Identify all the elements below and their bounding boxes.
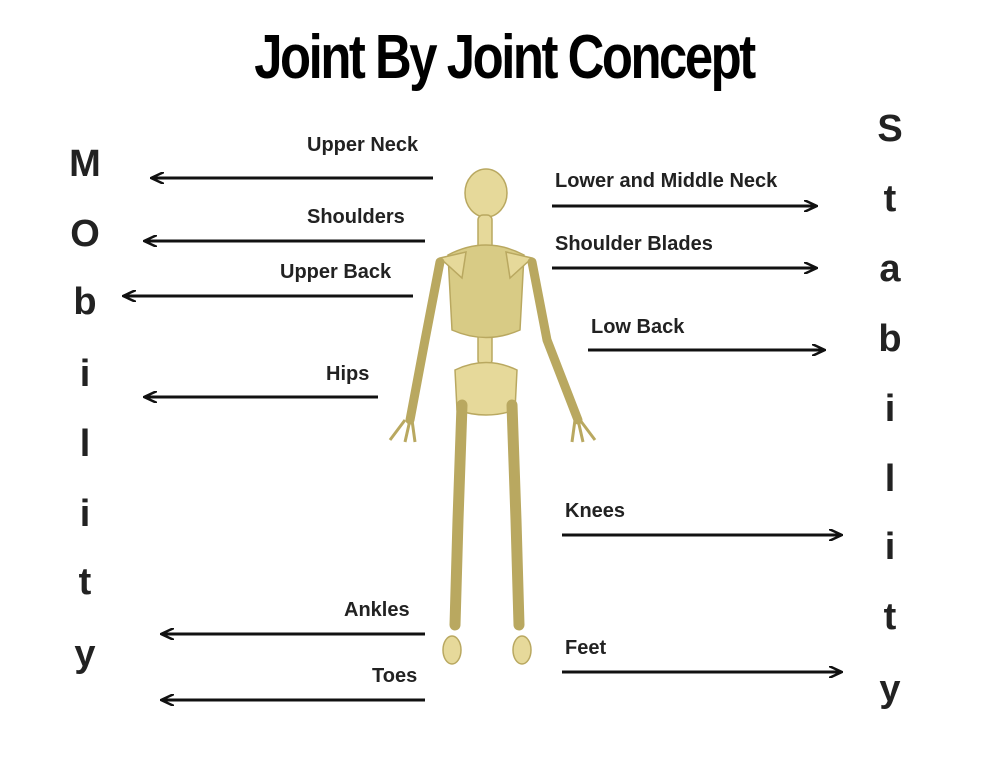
stability-letter: l (884, 458, 896, 500)
label-lower-middle-neck: Lower and Middle Neck (555, 170, 778, 192)
label-shoulders: Shoulders (307, 206, 405, 228)
mobility-letter: y (74, 633, 96, 675)
mobility-letter: b (73, 281, 97, 323)
mobility-letter: M (69, 143, 101, 185)
label-feet: Feet (565, 637, 607, 659)
label-toes: Toes (372, 665, 418, 687)
mobility-letter: l (79, 423, 91, 465)
mobility-letter: t (78, 561, 92, 603)
mobility-letter: O (70, 213, 100, 255)
stability-letter: t (883, 178, 897, 220)
label-upper-back: Upper Back (280, 261, 392, 283)
stability-letter: t (883, 596, 897, 638)
arrows (124, 178, 841, 700)
label-hips: Hips (326, 363, 370, 385)
stability-letter: i (884, 388, 896, 430)
stability-letter: y (879, 668, 901, 710)
stability-letter: a (879, 248, 901, 290)
stability-letter: S (877, 108, 903, 150)
stability-letter: b (878, 318, 902, 360)
stability-letter: i (884, 526, 896, 568)
diagram-title: Joint By Joint Concept (254, 23, 756, 92)
label-upper-neck: Upper Neck (307, 134, 419, 156)
label-ankles: Ankles (344, 599, 410, 621)
label-knees: Knees (565, 500, 626, 522)
label-shoulder-blades: Shoulder Blades (555, 233, 713, 255)
skeleton-illustration (388, 168, 597, 665)
label-low-back: Low Back (591, 316, 685, 338)
mobility-letter: i (79, 493, 91, 535)
mobility-letter: i (79, 353, 91, 395)
